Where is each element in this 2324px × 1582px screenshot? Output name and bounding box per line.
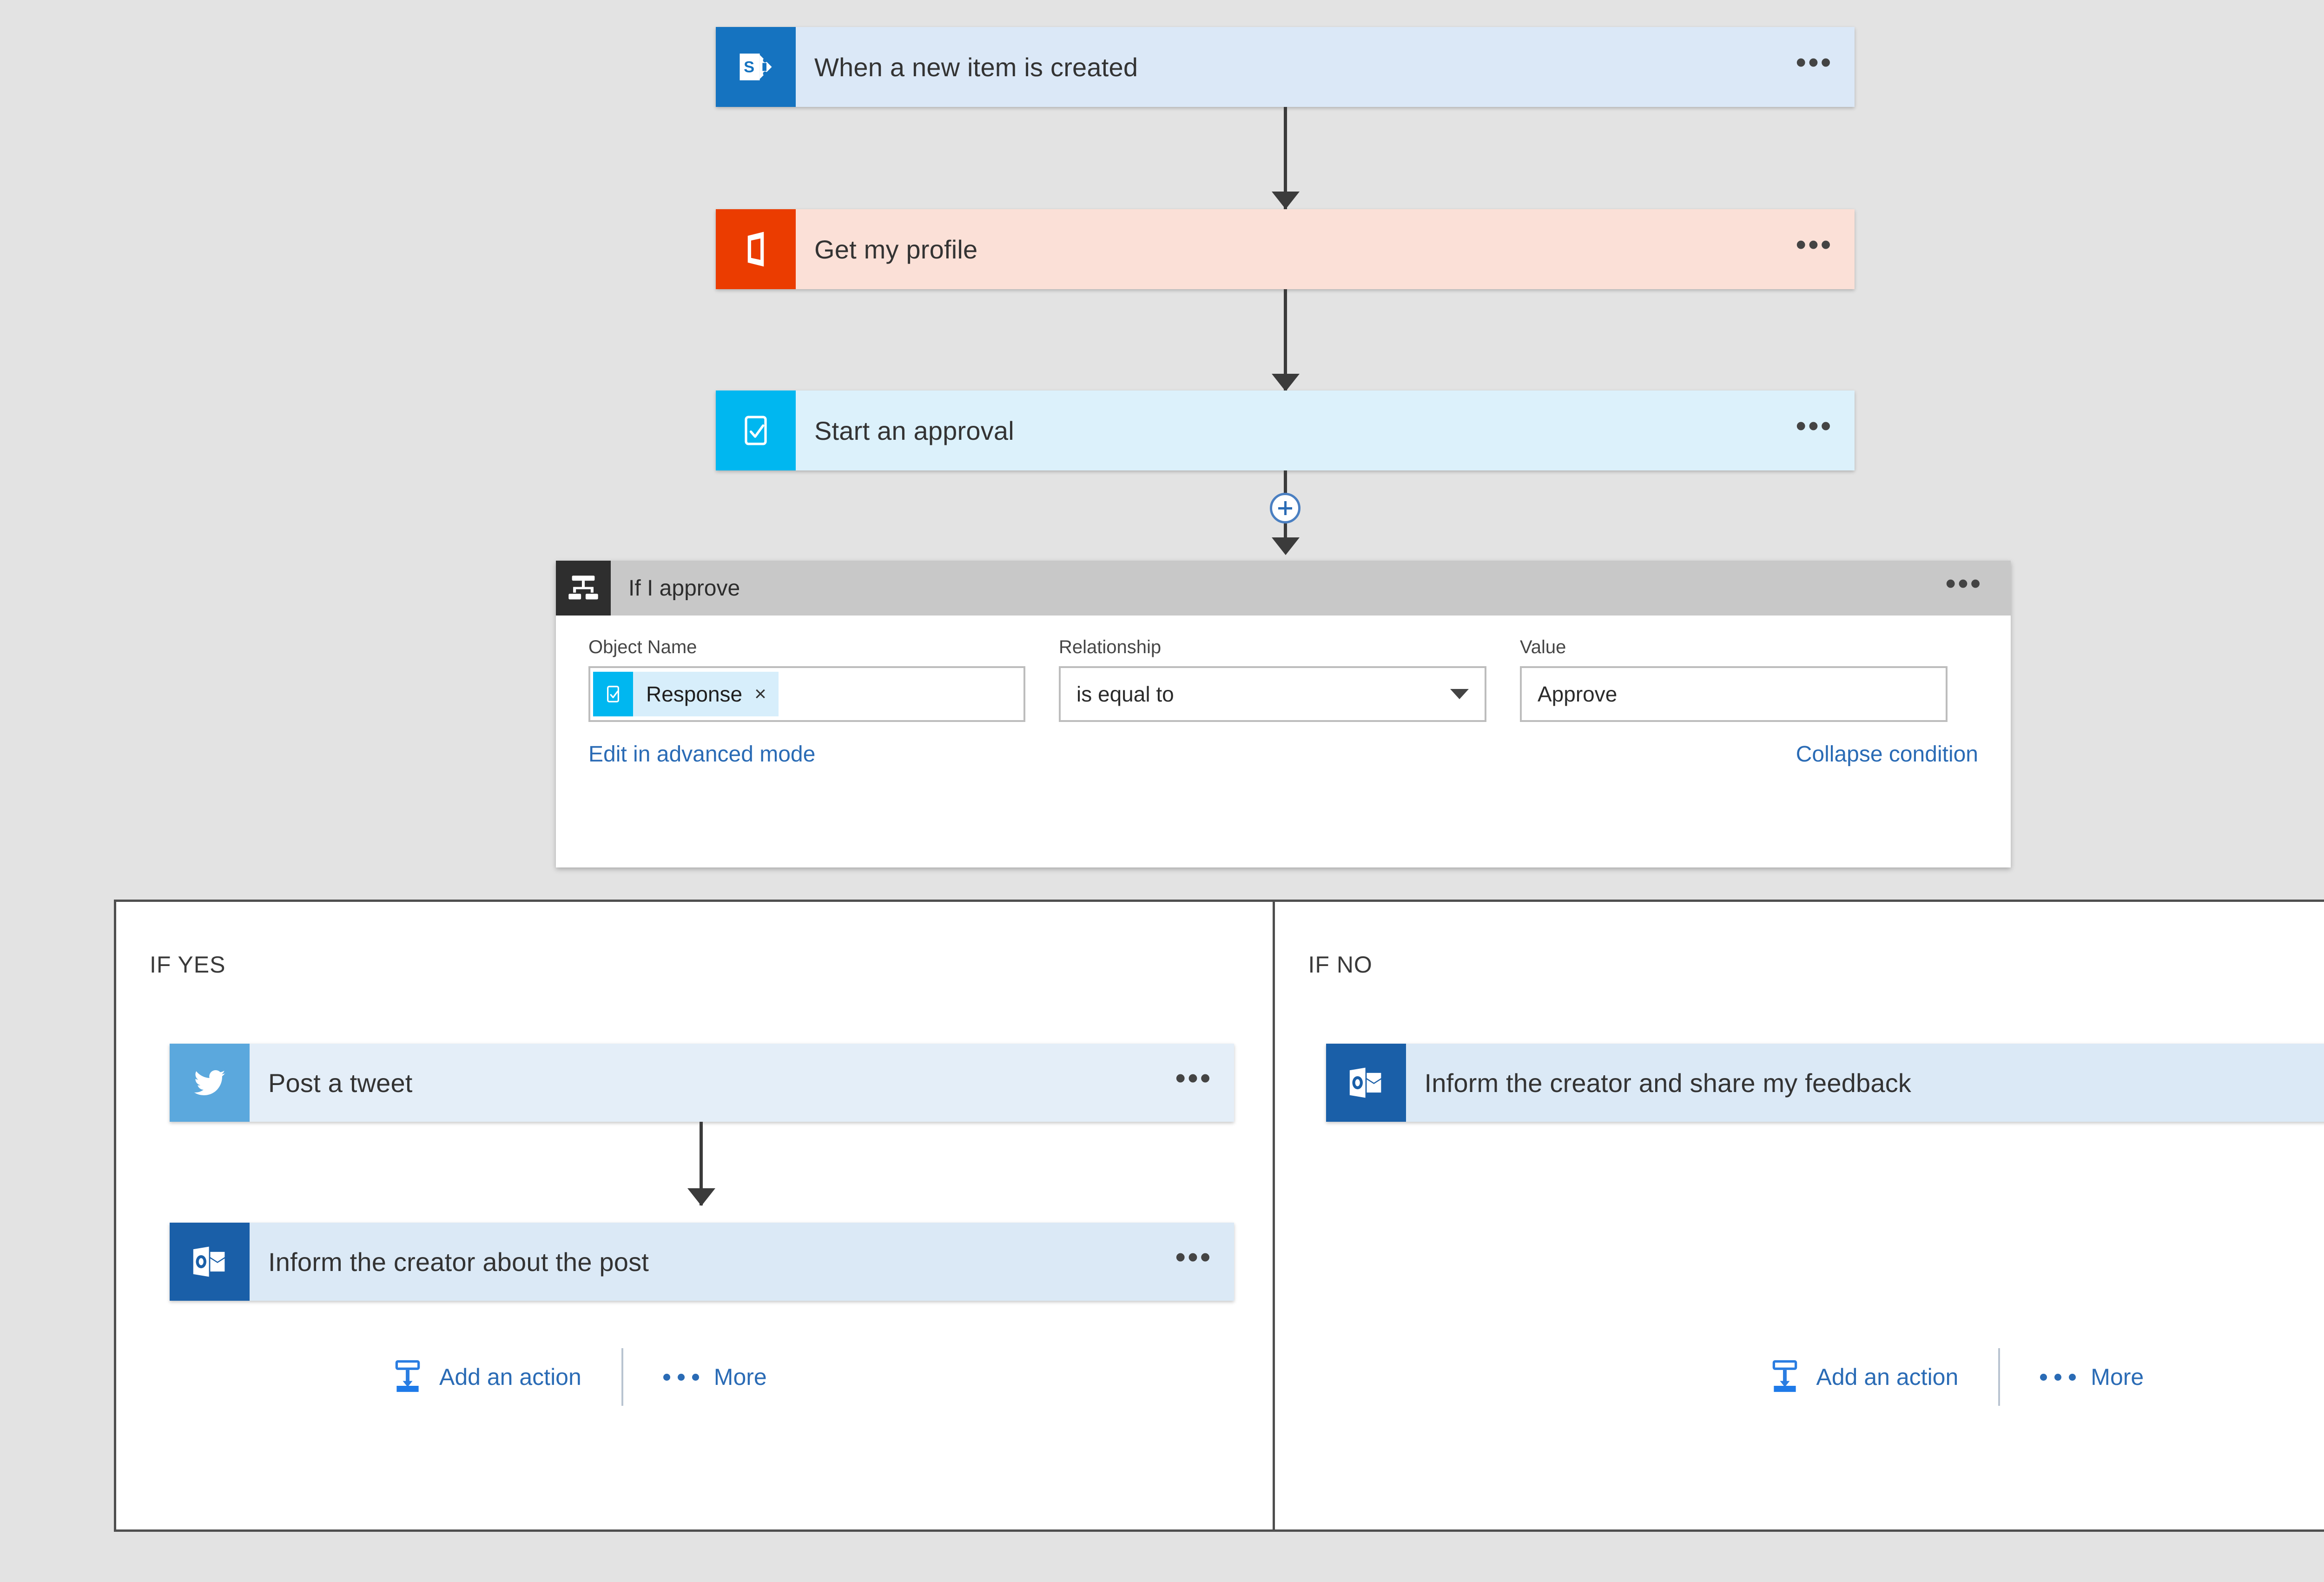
condition-title: If I approve — [628, 576, 740, 601]
insert-action-icon — [1765, 1357, 1804, 1398]
insert-action-icon — [388, 1357, 427, 1398]
add-an-action-label: Add an action — [439, 1364, 581, 1390]
flow-step-card-inform-creator-feedback[interactable]: Inform the creator and share my feedback… — [1326, 1044, 2324, 1122]
token-remove-icon[interactable]: × — [754, 682, 766, 705]
flow-step-card-get-profile[interactable]: Get my profile ••• — [716, 209, 1855, 289]
field-label-object-name: Object Name — [588, 637, 697, 657]
value-input[interactable]: Approve — [1520, 666, 1948, 722]
flow-step-title: Get my profile — [814, 234, 978, 264]
footer-divider — [621, 1348, 623, 1406]
branch-label-no: IF NO — [1308, 952, 1373, 978]
connector-arrow — [1272, 537, 1300, 555]
field-relationship: Relationship is equal to — [1059, 637, 1486, 722]
connector-line — [1284, 107, 1287, 210]
approvals-icon — [716, 391, 796, 470]
collapse-condition-link[interactable]: Collapse condition — [1796, 742, 1978, 767]
branch-if-no: IF NO Inform the creator and share my fe… — [1272, 902, 2324, 1529]
connector-arrow — [1272, 374, 1300, 391]
card-menu-button[interactable]: ••• — [1796, 46, 1833, 79]
chevron-down-icon[interactable] — [1450, 689, 1469, 699]
condition-menu-button[interactable]: ••• — [1945, 567, 1983, 600]
connector-line — [700, 1122, 703, 1205]
branch-footer-yes: Add an action More — [388, 1348, 767, 1406]
condition-links: Edit in advanced mode Collapse condition — [556, 722, 2011, 789]
field-value: Value Approve — [1520, 637, 1948, 722]
card-menu-button[interactable]: ••• — [1175, 1241, 1213, 1273]
more-button[interactable]: More — [663, 1364, 767, 1390]
add-an-action-label: Add an action — [1816, 1364, 1959, 1390]
flow-step-title: Inform the creator and share my feedback — [1424, 1068, 1912, 1098]
relationship-select[interactable]: is equal to — [1059, 666, 1486, 722]
condition-branch-icon — [556, 561, 611, 616]
condition-header-body: If I approve ••• — [611, 561, 2011, 616]
flow-step-title: Start an approval — [814, 416, 1014, 445]
condition-header[interactable]: If I approve ••• — [556, 561, 2011, 616]
branch-footer-no: Add an action More — [1765, 1348, 2144, 1406]
condition-fields: Object Name Response × Relationship is — [556, 616, 2011, 722]
more-button[interactable]: More — [2040, 1364, 2144, 1390]
sharepoint-icon: S — [716, 27, 796, 107]
flow-step-card-start-approval[interactable]: Start an approval ••• — [716, 391, 1855, 470]
dynamic-content-token[interactable]: Response × — [593, 672, 779, 716]
connector-line — [1284, 523, 1287, 548]
flow-step-title: Inform the creator about the post — [268, 1247, 649, 1277]
flow-step-card-post-tweet[interactable]: Post a tweet ••• — [170, 1044, 1234, 1122]
branch-label-yes: IF YES — [150, 952, 226, 978]
flow-step-body: Post a tweet ••• — [250, 1044, 1234, 1122]
more-label: More — [713, 1364, 767, 1390]
connector-arrow — [687, 1188, 715, 1206]
field-object-name: Object Name Response × — [588, 637, 1025, 722]
add-an-action-button[interactable]: Add an action — [388, 1357, 581, 1398]
outlook-icon — [170, 1223, 250, 1301]
flow-step-title: When a new item is created — [814, 52, 1138, 82]
flow-step-card-trigger[interactable]: S When a new item is created ••• — [716, 27, 1855, 107]
add-an-action-button[interactable]: Add an action — [1765, 1357, 1959, 1398]
card-menu-button[interactable]: ••• — [1175, 1062, 1213, 1094]
svg-text:S: S — [744, 59, 754, 76]
token-label: Response — [646, 682, 743, 706]
object-name-input[interactable]: Response × — [588, 666, 1025, 722]
flow-step-body: Get my profile ••• — [796, 209, 1855, 289]
footer-divider — [1998, 1348, 2000, 1406]
condition-card[interactable]: If I approve ••• Object Name Response × — [556, 561, 2011, 867]
flow-step-body: Inform the creator about the post ••• — [250, 1223, 1234, 1301]
more-dots-icon — [663, 1373, 699, 1381]
field-label-value: Value — [1520, 637, 1566, 657]
branch-if-yes: IF YES Post a tweet ••• — [116, 902, 1273, 1529]
outlook-icon — [1326, 1044, 1406, 1122]
value-text: Approve — [1538, 682, 1618, 706]
condition-branches-panel: IF YES Post a tweet ••• — [114, 900, 2324, 1532]
card-menu-button[interactable]: ••• — [1796, 410, 1833, 442]
connector-arrow — [1272, 192, 1300, 209]
flow-step-card-inform-creator-post[interactable]: Inform the creator about the post ••• — [170, 1223, 1234, 1301]
approvals-token-icon — [593, 672, 633, 716]
field-label-relationship: Relationship — [1059, 637, 1162, 657]
office365-icon — [716, 209, 796, 289]
flow-step-body: Start an approval ••• — [796, 391, 1855, 470]
more-dots-icon — [2040, 1373, 2076, 1381]
insert-step-button[interactable] — [1270, 493, 1301, 523]
edit-advanced-mode-link[interactable]: Edit in advanced mode — [588, 742, 816, 767]
flow-step-body: Inform the creator and share my feedback… — [1406, 1044, 2324, 1122]
flow-step-title: Post a tweet — [268, 1068, 413, 1098]
card-menu-button[interactable]: ••• — [1796, 228, 1833, 261]
flow-step-body: When a new item is created ••• — [796, 27, 1855, 107]
twitter-icon — [170, 1044, 250, 1122]
connector-line — [1284, 289, 1287, 392]
relationship-value: is equal to — [1076, 682, 1174, 706]
more-label: More — [2091, 1364, 2144, 1390]
connector-line — [1284, 470, 1287, 499]
